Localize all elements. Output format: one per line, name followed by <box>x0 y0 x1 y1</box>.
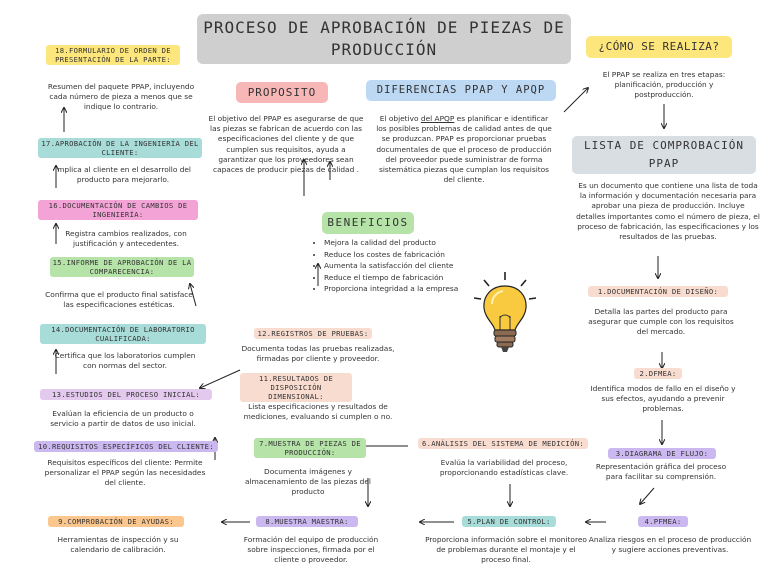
apqp-link[interactable]: del APQP <box>420 114 455 123</box>
step-7-label: 7.MUESTRA DE PIEZAS DE PRODUCCIÓN: <box>254 438 366 458</box>
beneficio-item: Aumenta la satisfacción del cliente <box>324 260 474 272</box>
step-15-text: Confirma que el producto final satisface… <box>45 290 193 310</box>
page-title: PROCESO DE APROBACIÓN DE PIEZAS DE PRODU… <box>197 14 571 64</box>
step-11-text: Lista especificaciones y resultados de m… <box>243 402 393 422</box>
step-1-text: Detalla las partes del producto para ase… <box>588 307 734 337</box>
step-14-label: 14.DOCUMENTACIÓN DE LABORATORIO CUALIFIC… <box>40 324 206 344</box>
proposito-heading: PROPOSITO <box>236 82 328 103</box>
beneficio-item: Mejora la calidad del producto <box>324 237 474 249</box>
step-3-text: Representación gráfica del proceso para … <box>595 462 727 482</box>
beneficio-item: Reduce el tiempo de fabricación <box>324 272 474 284</box>
step-3-label: 3.DIAGRAMA DE FLUJO: <box>608 448 716 459</box>
step-10-label: 10.REQUISITOS ESPECÍFICOS DEL CLIENTE: <box>34 441 218 452</box>
step-6-text: Evalúa la variabilidad del proceso, prop… <box>439 458 569 478</box>
step-11-label: 11.RESULTADOS DE DISPOSICIÓN DIMENSIONAL… <box>240 373 352 402</box>
diferencias-text-b: es planificar e identificar los posibles… <box>376 114 552 185</box>
step-2-label: 2.DFMEA: <box>634 368 682 379</box>
step-4-text: Analiza riesgos en el proceso de producc… <box>588 535 752 555</box>
como-heading: ¿CÓMO SE REALIZA? <box>586 36 732 58</box>
beneficios-heading: BENEFICIOS <box>322 212 414 234</box>
step-7-text: Documenta imágenes y almacenamiento de l… <box>245 467 371 497</box>
step-8-text: Formación del equipo de producción sobre… <box>243 535 379 565</box>
step-4-label: 4.PFMEA: <box>638 516 688 527</box>
proposito-text: El objetivo del PPAP es asegurarse de qu… <box>208 114 364 175</box>
lista-text: Es un documento que contiene una lista d… <box>576 181 760 242</box>
arrow-icon <box>640 487 655 504</box>
page-title-line1: PROCESO DE APROBACIÓN DE PIEZAS DE <box>203 18 565 37</box>
step-18-text: Resumen del paquete PPAP, incluyendo cad… <box>47 82 195 112</box>
beneficio-item: Reduce los costes de fabricación <box>324 249 474 261</box>
step-2-text: Identifica modos de fallo en el diseño y… <box>590 384 736 414</box>
step-15-label: 15.INFORME DE APROBACIÓN DE LA COMPARECE… <box>50 257 194 277</box>
beneficio-item: Proporciona integridad a la empresa <box>324 283 474 295</box>
step-17-text: Implica al cliente en el desarrollo del … <box>55 165 191 185</box>
step-6-label: 6.ANÁLISIS DEL SISTEMA DE MEDICIÓN: <box>418 438 588 449</box>
step-13-text: Evalúan la eficiencia de un producto o s… <box>50 409 196 429</box>
arrow-icon <box>190 284 197 307</box>
lista-heading-line1: LISTA DE COMPROBACIÓN <box>583 139 745 152</box>
step-14-text: Certifica que los laboratorios cumplen c… <box>54 351 196 371</box>
lista-heading: LISTA DE COMPROBACIÓN PPAP <box>572 136 756 174</box>
arrow-icon <box>563 88 588 113</box>
diferencias-heading: DIFERENCIAS PPAP Y APQP <box>366 80 556 101</box>
arrow-icon <box>200 369 241 388</box>
step-5-text: Proporciona información sobre el monitor… <box>425 535 587 565</box>
como-text: El PPAP se realiza en tres etapas: plani… <box>602 70 726 100</box>
lista-heading-line2: PPAP <box>648 157 680 170</box>
beneficios-list: Mejora la calidad del producto Reduce lo… <box>310 237 474 295</box>
step-17-label: 17.APROBACIÓN DE LA INGENIERÍA DEL CLIEN… <box>38 138 202 158</box>
step-8-label: 8.MUESTRA MAESTRA: <box>256 516 358 527</box>
diferencias-text: El objetivo del APQP es planificar e ide… <box>374 114 554 185</box>
step-18-label: 18.FORMULARIO DE ORDEN DE PRESENTACIÓN D… <box>46 45 180 65</box>
lightbulb-icon <box>473 272 537 352</box>
step-9-label: 9.COMPROBACIÓN DE AYUDAS: <box>48 516 184 527</box>
step-16-text: Registra cambios realizados, con justifi… <box>65 229 187 249</box>
step-16-label: 16.DOCUMENTACIÓN DE CAMBIOS DE INGENIERÍ… <box>38 200 198 220</box>
page-title-line2: PRODUCCIÓN <box>330 40 438 59</box>
diferencias-text-a: El objetivo <box>379 114 421 123</box>
step-12-text: Documenta todas las pruebas realizadas, … <box>241 344 395 364</box>
step-5-label: 5.PLAN DE CONTROL: <box>462 516 556 527</box>
step-10-text: Requisitos específicos del cliente: Perm… <box>44 458 206 488</box>
step-13-label: 13.ESTUDIOS DEL PROCESO INICIAL: <box>40 389 212 400</box>
step-1-label: 1.DOCUMENTACIÓN DE DISEÑO: <box>588 286 728 297</box>
step-12-label: 12.REGISTROS DE PRUEBAS: <box>254 328 372 339</box>
step-9-text: Herramientas de inspección y su calendar… <box>57 535 179 555</box>
